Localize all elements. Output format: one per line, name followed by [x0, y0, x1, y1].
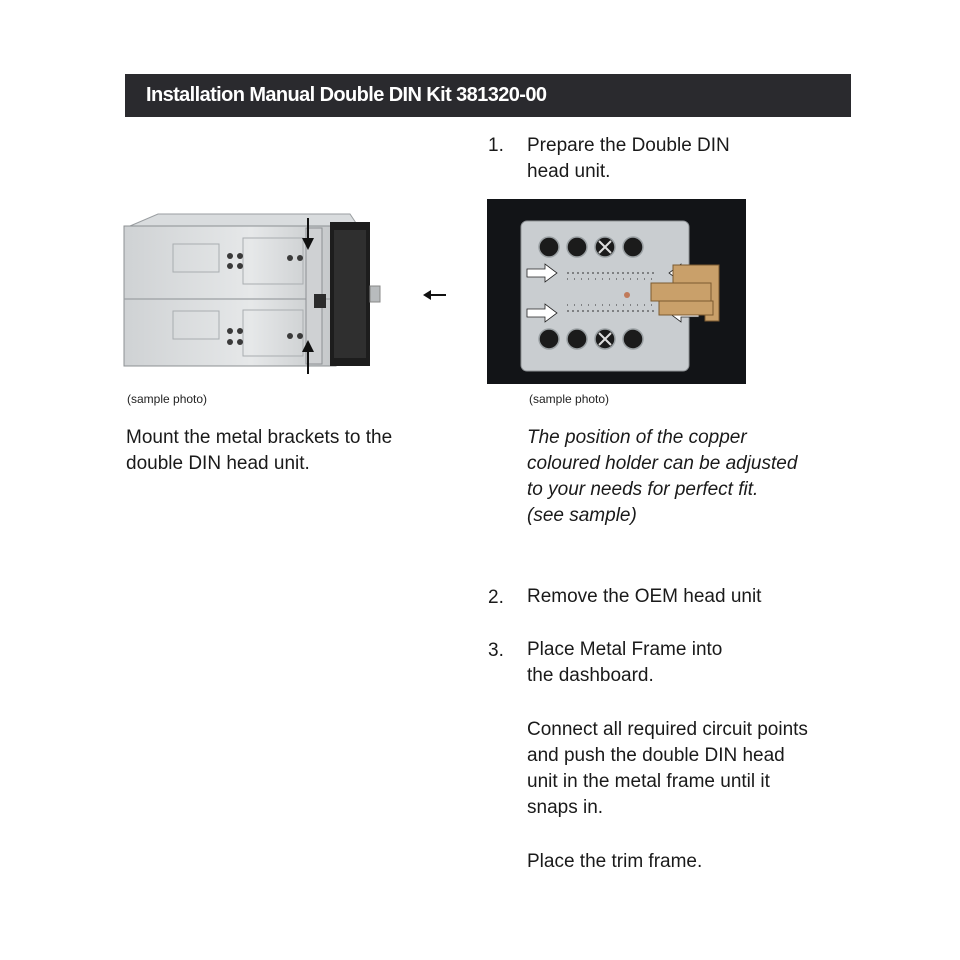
arrow-left-icon: [423, 288, 447, 306]
step-3-number: 3.: [488, 640, 504, 661]
step-1-number: 1.: [488, 135, 504, 156]
step-1-text: Prepare the Double DIN head unit.: [527, 135, 730, 182]
step-3-text: Place Metal Frame into the dashboard.: [527, 639, 723, 686]
step-2-number: 2.: [488, 587, 504, 608]
copper-holder-note: The position of the copper coloured hold…: [527, 427, 798, 526]
step-3-trim-paragraph: Place the trim frame.: [527, 851, 703, 872]
mount-instruction: Mount the metal brackets to the double D…: [126, 427, 393, 474]
step-3-connect-paragraph: Connect all required circuit points and …: [527, 719, 808, 818]
bracket-plate-photo: [487, 199, 746, 384]
step-2-text: Remove the OEM head unit: [527, 586, 762, 607]
head-unit-photo: [118, 206, 388, 376]
title-bar: Installation Manual Double DIN Kit 38132…: [125, 74, 851, 117]
right-photo-caption: (sample photo): [529, 392, 610, 406]
bracket-plate-illustration: [520, 220, 720, 372]
left-photo-caption: (sample photo): [127, 392, 208, 406]
head-unit-illustration: [123, 213, 381, 374]
page-title: Installation Manual Double DIN Kit 38132…: [146, 84, 547, 106]
